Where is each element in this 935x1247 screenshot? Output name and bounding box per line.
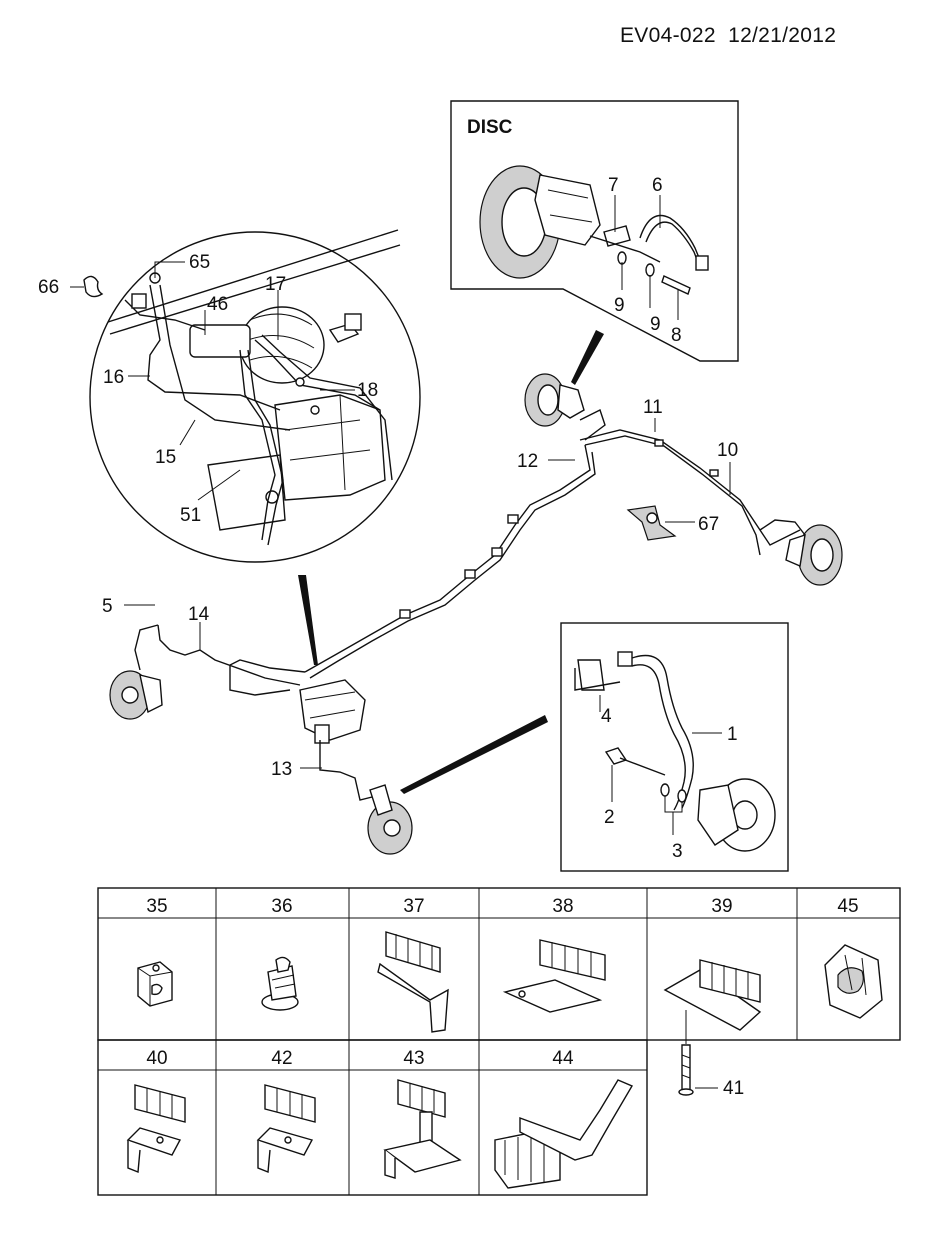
- main-pipe-a: [304, 444, 591, 673]
- clip-43-icon: [383, 1079, 462, 1179]
- callout-8: 8: [671, 325, 682, 346]
- clip-40-icon: [126, 1084, 186, 1173]
- clip-37-icon: [377, 931, 449, 1033]
- callout-10: 10: [717, 440, 738, 461]
- pointer-wedge-front: [400, 715, 548, 794]
- clip-39-icon: [663, 959, 762, 1044]
- washer-3b: [677, 789, 687, 803]
- clip-38-icon: [502, 939, 606, 1013]
- pipe-5: [134, 624, 159, 671]
- callout-9-left: 9: [614, 295, 625, 316]
- front-brake-inset: 4 1 2 3: [560, 622, 789, 872]
- pipe-51: [239, 349, 276, 541]
- clip-label-41: 41: [723, 1078, 744, 1099]
- pointer-wedge-disc: [571, 330, 604, 385]
- washer-9b: [645, 263, 655, 277]
- front-hose-1: [631, 654, 694, 809]
- union-bolt-2: [604, 747, 628, 765]
- abs-unit-main: [299, 679, 366, 741]
- clip-label-38: 38: [552, 896, 573, 917]
- callout-17: 17: [265, 274, 286, 295]
- bolt-41-icon: [678, 1044, 694, 1096]
- callout-7: 7: [608, 175, 619, 196]
- clip-label-42: 42: [271, 1048, 292, 1069]
- clip-label-45: 45: [837, 896, 858, 917]
- main-brake-routing: 11 12 10 67 5 14 13: [102, 373, 843, 855]
- callout-5: 5: [102, 596, 113, 617]
- callout-13: 13: [271, 759, 292, 780]
- pipe-10: [584, 435, 761, 556]
- disc-inset-frame: [450, 100, 739, 362]
- callout-46: 46: [207, 294, 228, 315]
- callout-3: 3: [672, 841, 683, 862]
- clip-44-icon: [494, 1079, 634, 1189]
- callout-14: 14: [188, 604, 210, 625]
- clip-label-35: 35: [146, 896, 167, 917]
- clip-35-icon: [137, 961, 173, 1007]
- washer-3a: [660, 783, 670, 797]
- callout-18: 18: [357, 380, 378, 401]
- bracket-7: [603, 225, 631, 247]
- clip-66-icon: [83, 275, 104, 298]
- callout-65: 65: [189, 252, 210, 273]
- pipe-15: [159, 284, 291, 431]
- disc-inset-title: DISC: [467, 117, 513, 138]
- clip-label-43: 43: [403, 1048, 424, 1069]
- firewall-rails: [107, 229, 401, 335]
- clip-label-37: 37: [403, 896, 424, 917]
- pipe-13: [319, 740, 381, 801]
- callout-12: 12: [517, 451, 538, 472]
- clip-label-40: 40: [146, 1048, 167, 1069]
- callout-51: 51: [180, 505, 201, 526]
- callout-2: 2: [604, 807, 615, 828]
- main-pipe-b: [309, 451, 596, 679]
- inset-circle-outline: [89, 231, 421, 563]
- clip-42-icon: [256, 1084, 316, 1173]
- callout-1: 1: [727, 724, 738, 745]
- master-cylinder: [189, 324, 251, 358]
- front-inset-frame: [560, 622, 789, 872]
- callout-16: 16: [103, 367, 124, 388]
- clip-table: 35 36 37 38 39 45: [97, 887, 901, 1196]
- pipe-14: [157, 624, 301, 686]
- union-bolt-8: [661, 275, 691, 295]
- clip-label-39: 39: [711, 896, 732, 917]
- bracket-4: [577, 659, 605, 691]
- pipe-11: [579, 429, 801, 546]
- pointer-wedge-engine: [298, 575, 318, 665]
- callout-4: 4: [601, 706, 612, 727]
- engine-bay-inset: 66 65 46 17 16 18 15 51: [38, 229, 421, 563]
- rear-caliper: [534, 174, 601, 246]
- disc-inset: DISC 7 6 9 9 8: [450, 100, 739, 362]
- clip-label-36: 36: [271, 896, 292, 917]
- pipe-14-a: [229, 659, 306, 696]
- callout-9-right: 9: [650, 314, 661, 335]
- doc-code: EV04-022: [620, 24, 716, 47]
- clip-36-icon: [261, 956, 299, 1011]
- clip-45-icon: [824, 944, 883, 1019]
- front-caliper: [697, 784, 739, 846]
- clip-label-44: 44: [552, 1048, 574, 1069]
- callout-67: 67: [698, 514, 719, 535]
- document-header: EV04-022 12/21/2012: [620, 24, 836, 48]
- callout-11: 11: [643, 397, 663, 418]
- callout-6: 6: [652, 175, 663, 196]
- callout-15: 15: [155, 447, 176, 468]
- doc-date: 12/21/2012: [728, 24, 837, 47]
- callout-66: 66: [38, 277, 59, 298]
- abs-modulator: [274, 394, 386, 501]
- pipe-16: [147, 284, 281, 411]
